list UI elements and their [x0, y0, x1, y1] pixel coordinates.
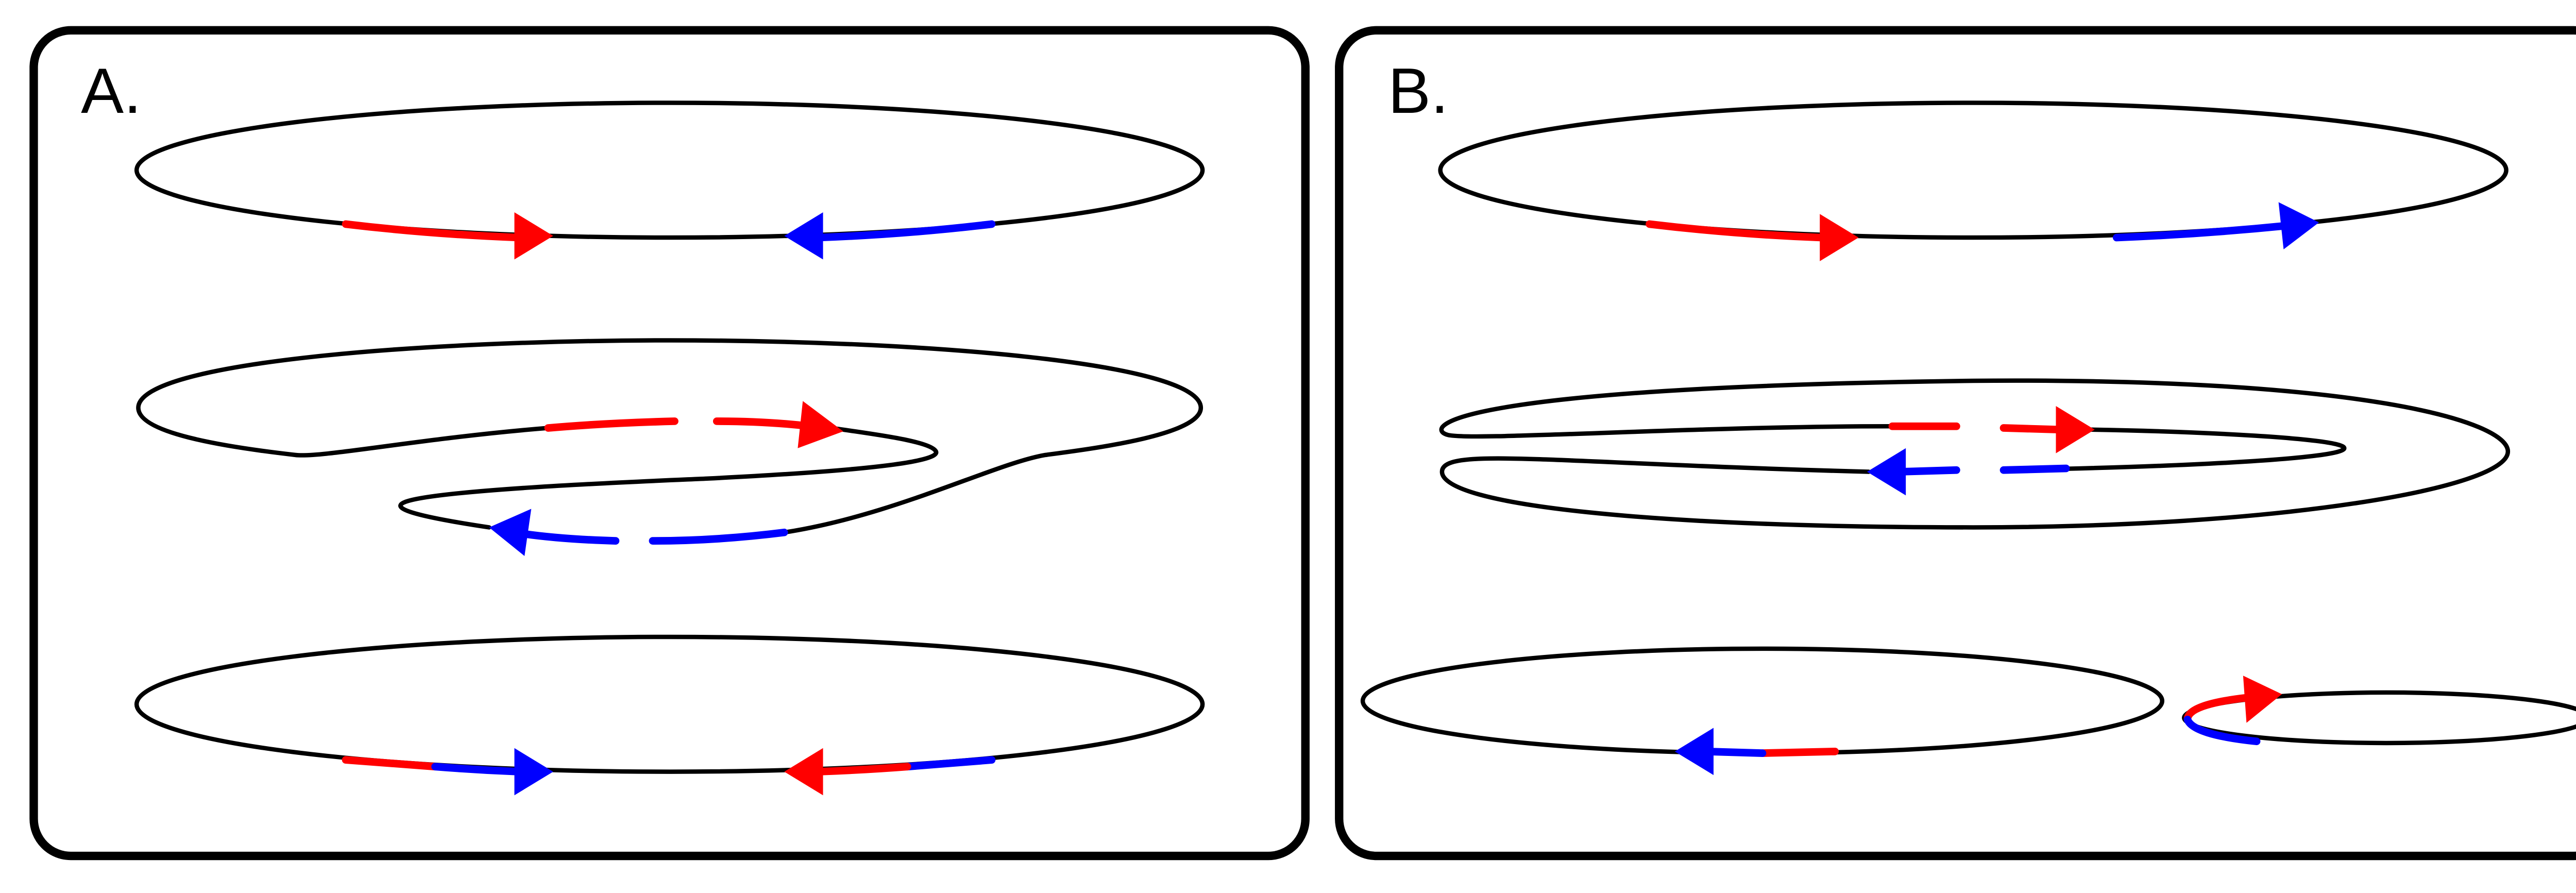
blue-arrowhead-right	[2278, 202, 2319, 249]
blue-arrowhead-left	[489, 509, 532, 557]
red-arrowhead-left	[784, 748, 823, 796]
blue-arrowhead-right	[514, 748, 553, 796]
red-arrowhead-right	[798, 401, 843, 448]
red-arrowhead-right	[514, 212, 553, 260]
red-arrowhead-right	[2056, 406, 2095, 453]
loop-a2	[136, 338, 1204, 557]
loop-b3-left	[1360, 646, 2165, 776]
blue-arrowhead-left	[784, 212, 823, 260]
loop-a1	[134, 100, 1205, 260]
panel-b-label: B.	[1388, 55, 1449, 127]
loop-b3-right	[2182, 676, 2576, 746]
loop-b2	[1439, 378, 2511, 530]
loop-b1	[1438, 100, 2509, 261]
panel-a: A.	[29, 26, 1310, 861]
panel-b: B.	[1335, 26, 2576, 861]
red-arrowhead-right	[1820, 214, 1859, 261]
red-arrowhead-right	[2243, 676, 2282, 723]
blue-arrowhead-left	[1867, 448, 1906, 496]
blue-arrowhead-left	[1674, 728, 1714, 776]
loop-a3	[134, 634, 1205, 796]
panel-a-frame	[29, 26, 1310, 861]
red-segment	[342, 220, 523, 242]
panel-b-frame	[1335, 26, 2576, 861]
panel-a-label: A.	[81, 55, 142, 127]
blue-segment	[814, 220, 996, 242]
